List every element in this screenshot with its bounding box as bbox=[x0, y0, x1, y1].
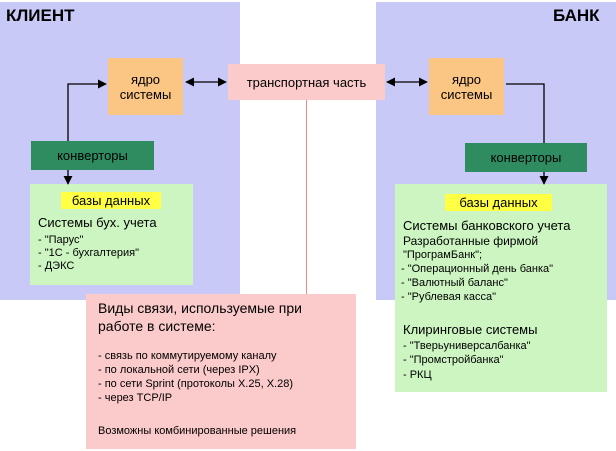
transport-box: транспортная часть bbox=[228, 64, 385, 100]
client-title: КЛИЕНТ bbox=[6, 6, 75, 25]
client-db-item: - ДЭКС bbox=[38, 260, 75, 272]
communication-heading-line2: работе в системе: bbox=[98, 318, 216, 334]
client-db-item: - "Парус" bbox=[38, 234, 84, 246]
bank-db-item: - "Операционный день банка" bbox=[401, 263, 554, 275]
communication-item: - по локальной сети (через IPX) bbox=[98, 364, 260, 376]
bank-db-developed-line2: "ПрограмБанк"; bbox=[403, 249, 483, 261]
client-db-item: - "1С - бухгалтерия" bbox=[38, 247, 139, 259]
bank-converters-label: конверторы bbox=[490, 150, 562, 165]
client-converters-label: конверторы bbox=[57, 148, 128, 163]
client-core-line1: ядро bbox=[130, 71, 161, 87]
communication-item: - по сети Sprint (протоколы X.25, X.28) bbox=[98, 378, 294, 390]
bank-clearing-item: - "Тверьуниверсалбанка" bbox=[403, 340, 531, 352]
bank-db-developed-line1: Разработанные фирмой bbox=[403, 234, 539, 248]
bank-db-label: базы данных bbox=[445, 194, 552, 211]
arrow-client-converters-core bbox=[67, 79, 107, 141]
transport-connector-line bbox=[306, 100, 307, 294]
bank-clearing-item: - РКЦ bbox=[403, 369, 432, 381]
transport-label: транспортная часть bbox=[246, 74, 367, 90]
bank-converters-box: конверторы bbox=[465, 143, 587, 172]
communication-types-box: Виды связи, используемые при работе в си… bbox=[86, 294, 356, 449]
bank-database-box: базы данных Системы банковского учета Ра… bbox=[395, 184, 607, 392]
bank-clearing-item: - "Промстройбанка" bbox=[403, 354, 504, 366]
communication-footer: Возможны комбинированные решения bbox=[98, 425, 297, 437]
client-db-heading: Системы бух. учета bbox=[38, 215, 157, 230]
client-converters-box: конверторы bbox=[31, 141, 154, 170]
bank-core-box: ядро системы bbox=[429, 58, 504, 115]
client-core-line2: системы bbox=[119, 86, 172, 102]
client-core-box: ядро системы bbox=[108, 58, 183, 115]
bank-core-line1: ядро bbox=[451, 71, 482, 87]
communication-item: - связь по коммутируемому каналу bbox=[98, 350, 277, 362]
bank-core-line2: системы bbox=[440, 86, 493, 102]
bank-title: БАНК bbox=[553, 6, 600, 25]
communication-item: - через TCP/IP bbox=[98, 392, 173, 404]
bank-clearing-heading: Клиринговые системы bbox=[403, 322, 538, 337]
client-database-box: базы данных Системы бух. учета - "Парус"… bbox=[30, 184, 193, 285]
communication-heading-line1: Виды связи, используемые при bbox=[98, 300, 302, 316]
bank-db-item: - "Рублевая касса" bbox=[401, 291, 496, 303]
bank-db-heading: Системы банковского учета bbox=[403, 218, 571, 233]
client-db-label: базы данных bbox=[61, 192, 161, 209]
bank-db-item: - "Валютный баланс" bbox=[401, 277, 508, 289]
arrow-bank-core-converters bbox=[506, 83, 545, 143]
